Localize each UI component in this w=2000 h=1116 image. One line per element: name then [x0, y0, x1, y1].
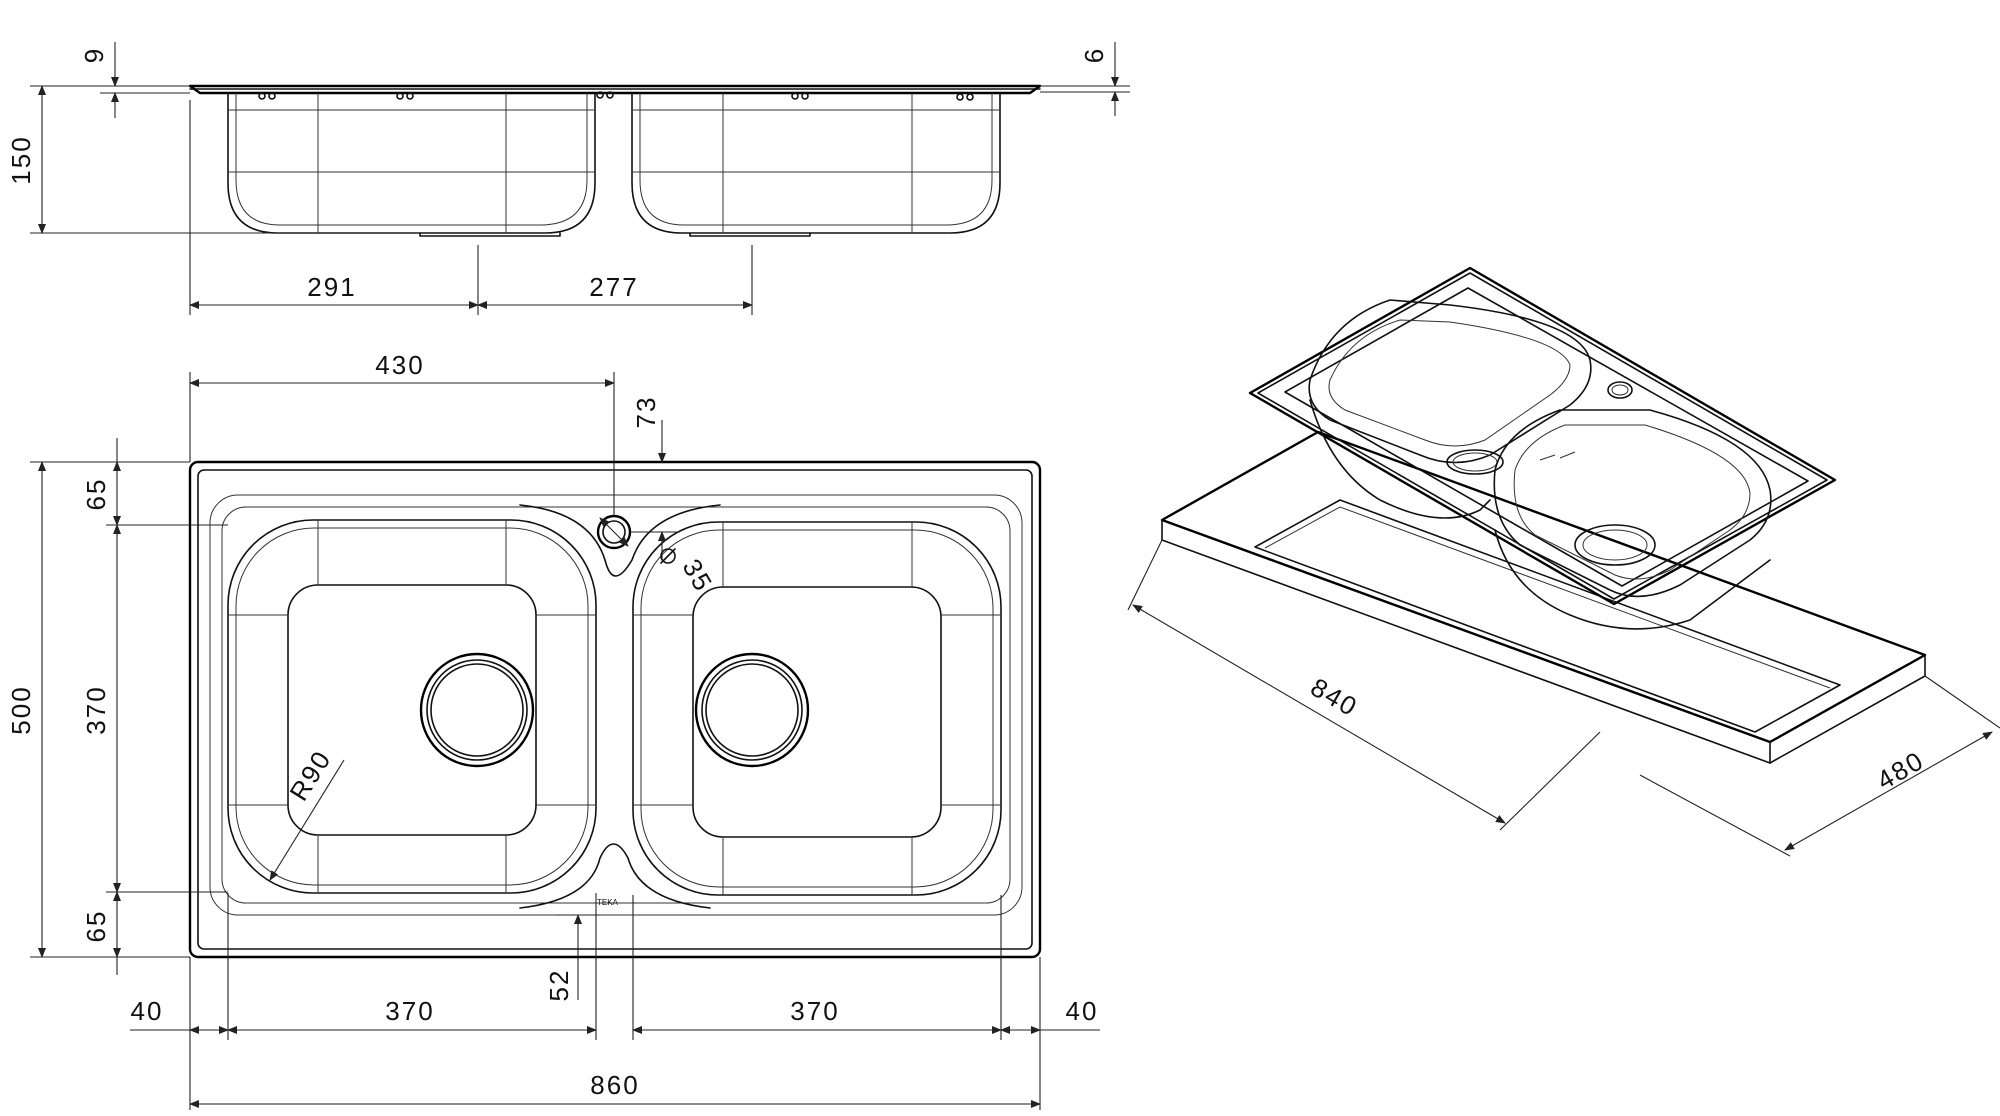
dim-overall-width: 860: [590, 1070, 639, 1100]
dim-tap-from-back: 73: [631, 396, 661, 429]
dim-flange-right: 6: [1079, 47, 1109, 63]
left-drain-icon: [419, 652, 535, 768]
dim-corner-radius: R90: [283, 745, 337, 806]
isometric-view: 840 480: [1127, 266, 2000, 857]
dim-depth: 150: [6, 135, 36, 184]
dim-flange-left: 9: [79, 47, 109, 63]
dim-right-offset: 277: [589, 272, 638, 302]
flange-clip-icons: [258, 91, 974, 101]
dim-right-bowl-width: 370: [790, 996, 839, 1026]
dim-bowl-depth: 370: [81, 685, 111, 734]
dim-overall-depth: 500: [6, 685, 36, 734]
iso-tap-hole-icon: [1607, 381, 1633, 399]
dim-front-margin: 65: [81, 910, 111, 943]
dim-tap-offset: 430: [375, 350, 424, 380]
dim-back-margin: 65: [81, 478, 111, 511]
dim-left-margin: 40: [131, 996, 164, 1026]
dim-right-margin: 40: [1066, 996, 1099, 1026]
diameter-icon: [660, 548, 676, 564]
front-view: 9 6 150 291 277: [6, 42, 1130, 315]
dim-left-bowl-width: 370: [385, 996, 434, 1026]
right-drain-icon: [694, 652, 810, 768]
dim-tap-hole-diameter: 35: [677, 554, 719, 598]
dim-cutout-depth: 480: [1872, 745, 1930, 796]
dim-left-offset: 291: [307, 272, 356, 302]
iso-right-drain-icon: [1574, 524, 1656, 566]
dim-drain-offset: 52: [544, 969, 574, 1002]
brand-mark: TEKA: [597, 898, 619, 907]
top-view: TEKA 430 73 35 R90 500 65: [6, 350, 1100, 1110]
dim-cutout-width: 840: [1306, 672, 1364, 723]
